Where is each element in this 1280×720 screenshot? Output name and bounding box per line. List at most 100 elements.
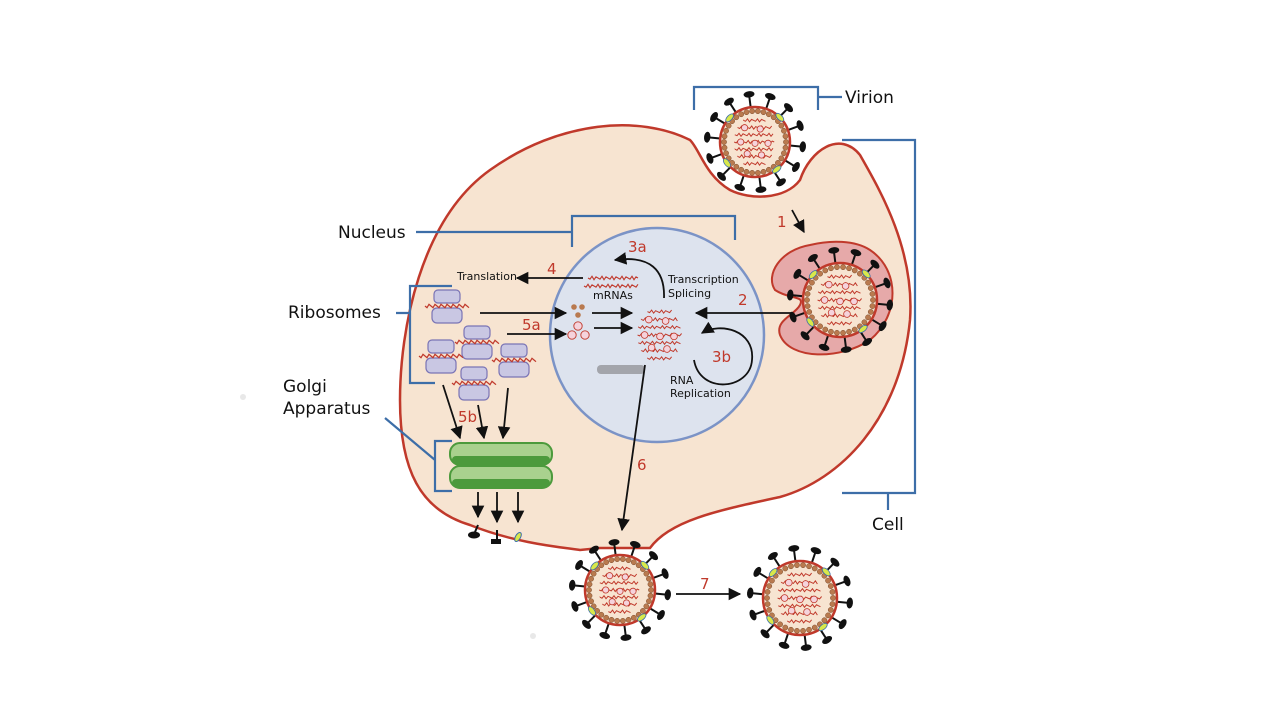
protein-particle <box>575 312 581 318</box>
nucleocapsid-protein <box>741 124 749 132</box>
rna-strand <box>817 289 861 295</box>
mrna-strand <box>454 339 500 345</box>
spike-head <box>581 619 592 629</box>
membrane-protein <box>811 565 818 572</box>
membrane-protein <box>865 314 871 321</box>
ribosomes-bracket <box>396 284 452 385</box>
membrane-protein <box>603 559 610 566</box>
spike-head <box>734 183 746 191</box>
spike-head <box>800 644 812 651</box>
membrane-protein <box>777 568 783 575</box>
ribosome-small-subunit <box>427 339 455 354</box>
replication-label: Replication <box>670 387 731 400</box>
spike-head <box>862 337 873 347</box>
ribosome-small-subunit <box>460 366 488 381</box>
membrane-protein <box>829 601 836 607</box>
rna-strand <box>637 324 681 330</box>
spike-head <box>878 321 887 332</box>
nucleocapsid-protein <box>820 296 829 304</box>
nucleocapsid-protein <box>843 310 851 318</box>
nucleocapsid-protein <box>743 150 751 158</box>
membrane-protein <box>800 628 806 634</box>
membrane-protein <box>723 127 729 134</box>
membrane-protein <box>625 616 632 623</box>
membrane-protein <box>817 323 823 330</box>
membrane-protein <box>782 133 789 140</box>
membrane-protein <box>723 150 729 157</box>
membrane-protein <box>647 592 654 599</box>
golgi-label-line2: Apparatus <box>283 399 370 419</box>
nucleocapsid-protein <box>606 572 614 580</box>
golgi-apparatus <box>449 442 553 489</box>
membrane-protein <box>640 608 646 614</box>
envelope-protein <box>806 317 815 327</box>
step-3a: 3a <box>628 238 647 256</box>
membrane-protein <box>834 330 840 336</box>
spike-head <box>810 547 822 555</box>
membrane-protein <box>603 614 610 621</box>
membrane-protein <box>625 557 632 564</box>
ribosome-large-subunit <box>431 307 463 324</box>
membrane-protein <box>840 264 846 270</box>
membrane-protein <box>828 265 834 272</box>
rna-strand <box>599 594 639 600</box>
spike-head <box>838 619 847 630</box>
membrane-protein <box>867 285 874 291</box>
step-4: 4 <box>547 260 557 278</box>
spike-head <box>776 178 786 187</box>
mrnas-label: mRNAs <box>593 289 633 302</box>
ribosome-small-subunit <box>463 325 491 340</box>
step-5a: 5a <box>522 316 541 334</box>
nucleocapsid-protein <box>602 586 610 594</box>
nucleocapsid-protein <box>640 331 649 339</box>
membrane-protein <box>586 592 593 599</box>
membrane-protein <box>743 168 750 175</box>
spike-head <box>569 579 576 591</box>
protein-particle <box>571 304 577 310</box>
membrane-protein <box>869 303 876 309</box>
membrane-protein <box>840 330 846 336</box>
membrane-protein <box>760 109 767 116</box>
spike-head <box>767 551 778 561</box>
membrane-protein <box>614 556 620 562</box>
faint-dot <box>240 394 246 400</box>
ribosome-large-subunit <box>425 357 457 374</box>
membrane-protein <box>630 559 637 566</box>
membrane-protein <box>822 267 829 274</box>
nucleocapsid-protein <box>787 606 796 615</box>
golgi-label-line1: Golgi <box>283 377 327 397</box>
membrane-protein <box>809 279 815 286</box>
mrna-strand <box>451 380 497 386</box>
spike-head <box>724 97 734 106</box>
membrane-protein <box>598 562 605 569</box>
membrane-protein <box>743 109 750 116</box>
rna-strand <box>780 611 818 616</box>
rna-strand <box>602 602 638 607</box>
virion <box>704 91 806 193</box>
rna-strand <box>734 132 774 138</box>
membrane-protein <box>764 595 770 601</box>
ribosome-small-subunit <box>433 289 461 304</box>
membrane-protein <box>846 265 852 272</box>
membrane-protein <box>806 285 813 291</box>
membrane-protein <box>725 122 732 129</box>
mrna-strand <box>418 353 464 359</box>
membrane-protein <box>648 587 654 593</box>
spike-head <box>710 111 719 122</box>
membrane-protein <box>788 563 794 570</box>
nucleocapsid-protein <box>629 587 637 595</box>
membrane-protein <box>782 624 789 631</box>
faint-dot <box>530 633 536 639</box>
spike-head <box>807 253 818 263</box>
arrow-step-6 <box>617 364 646 532</box>
membrane-protein <box>804 291 811 297</box>
rna-strand <box>743 117 766 123</box>
membrane-protein <box>588 575 594 582</box>
rna-strand <box>743 161 766 167</box>
membrane-protein <box>766 607 773 613</box>
spike-head <box>664 589 671 601</box>
membrane-protein <box>865 279 871 286</box>
spike-head <box>799 141 806 153</box>
membrane-protein <box>646 575 652 582</box>
spike-head <box>747 587 754 599</box>
